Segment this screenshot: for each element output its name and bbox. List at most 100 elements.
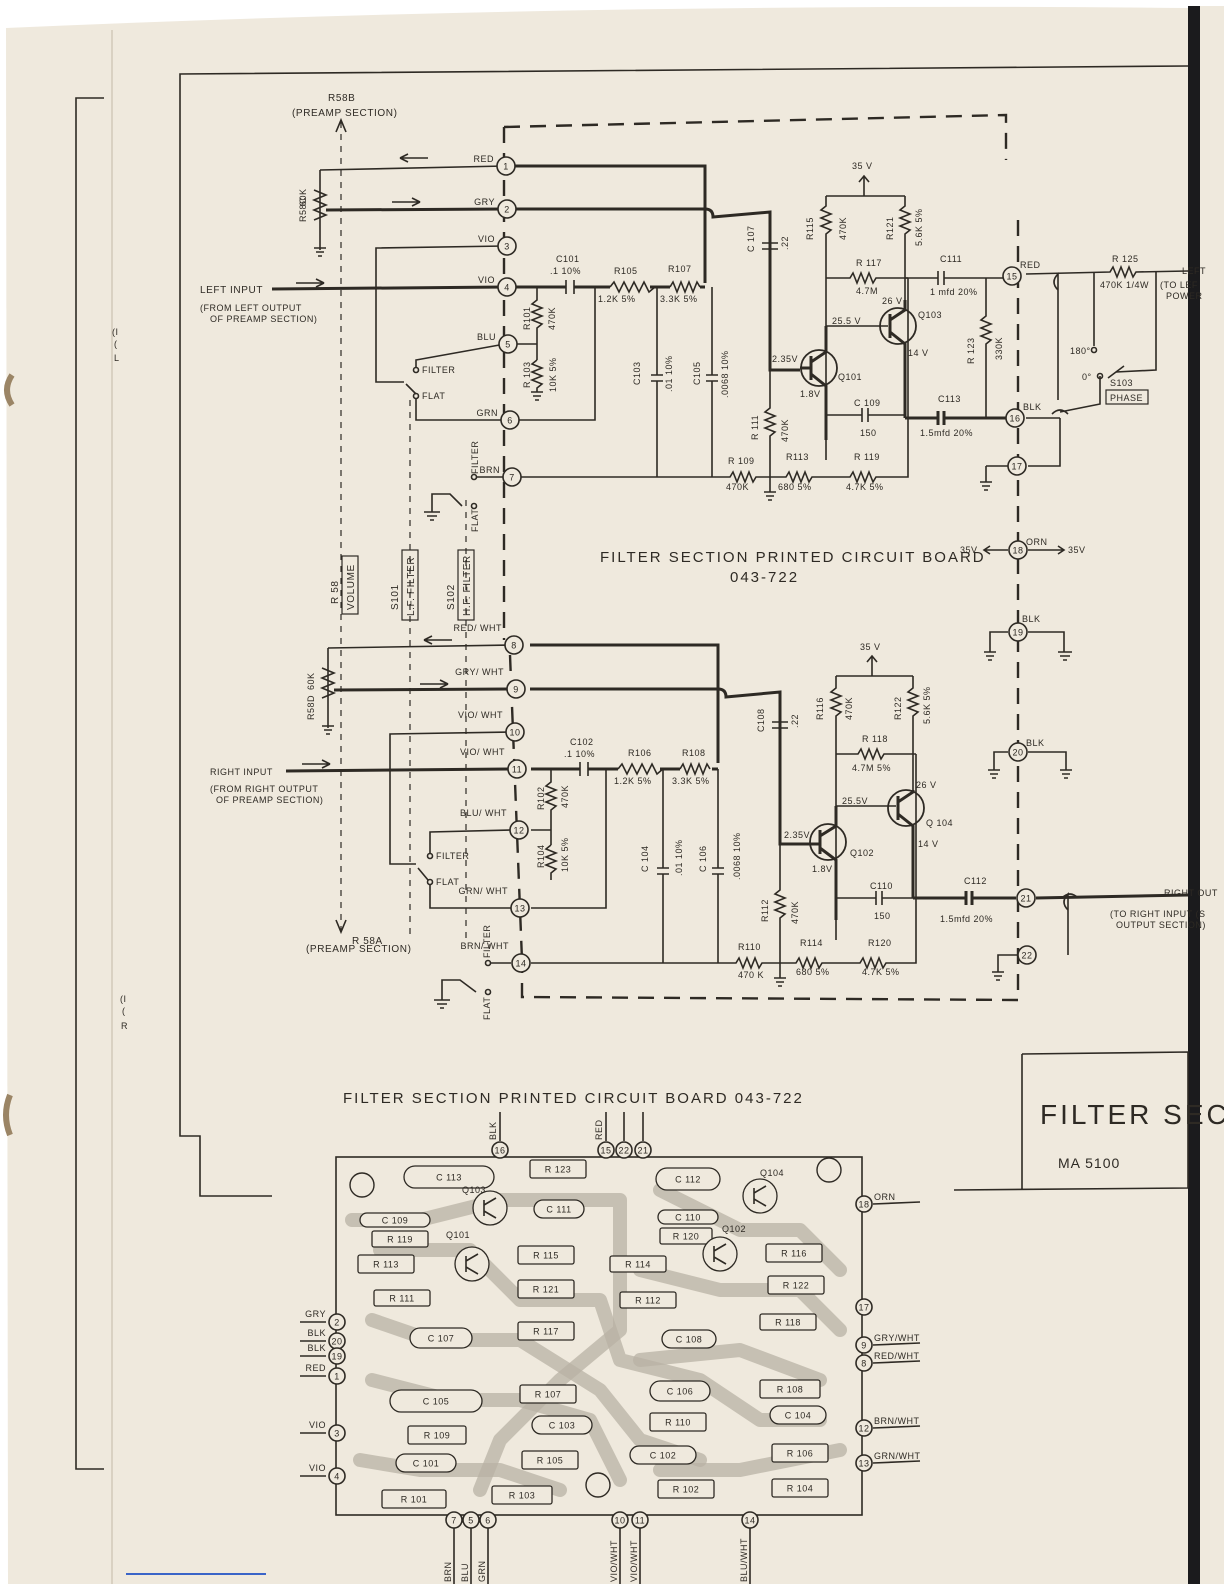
footer-link-underline[interactable]: [126, 1573, 266, 1575]
wire-c101-grn: [515, 287, 596, 421]
pcb-pin-2: [328, 1313, 346, 1331]
r115-label: R115: [805, 217, 815, 240]
pcb-pin-wire: VIO: [309, 1463, 326, 1473]
c104-symbol: [657, 769, 669, 963]
r106-label: R106: [628, 748, 652, 758]
c107-symbol: [762, 212, 778, 280]
left-input-label: LEFT INPUT: [200, 285, 263, 296]
pcb-part-label: R 114: [625, 1260, 651, 1270]
terminal-number: 8: [511, 641, 517, 651]
pcb-right-lead: [872, 1460, 921, 1464]
r111-value: 470K: [780, 419, 790, 442]
pcb-pin-number: 1: [334, 1372, 340, 1382]
terminal-4: [497, 277, 517, 297]
wire-gry: [325, 207, 506, 212]
pcb-part-r111: [373, 1289, 431, 1307]
r118-value: 4.7M 5%: [852, 763, 891, 773]
terminal-number: 21: [1020, 894, 1031, 904]
v235-label-a: 2.35V: [772, 354, 798, 364]
pcb-part-c110: [657, 1209, 719, 1225]
signal-arrow-4: [420, 679, 449, 689]
s101b-wiper: [417, 867, 429, 881]
pcb-transistor-label: Q104: [760, 1168, 784, 1178]
r106-value: 1.2K 5%: [614, 776, 652, 786]
pcb-part-label: R 101: [401, 1495, 428, 1505]
wire-vio-3: [375, 245, 506, 383]
pcb-part-r121: [517, 1279, 575, 1299]
pcb-part-c113: [403, 1165, 495, 1189]
pcb-part-label: R 109: [424, 1431, 451, 1441]
pcb-pin-wire: VIO/WHT: [629, 1540, 639, 1582]
v35-arrow-top: [858, 174, 870, 196]
pcb-pin-number: 15: [600, 1146, 611, 1156]
pcb-part-label: R 116: [781, 1249, 807, 1259]
r109-label: R 109: [728, 456, 755, 466]
terminal-15: [1002, 266, 1022, 286]
terminal-7: [502, 467, 522, 487]
pcb-part-r107: [519, 1384, 577, 1404]
s101-text: S101: [390, 584, 401, 610]
pcb-transistor-q102: [702, 1236, 738, 1272]
v26-label-a: 26 V: [882, 296, 903, 306]
pcb-part-label: C 105: [423, 1397, 450, 1407]
terminal-17: [1007, 456, 1027, 476]
q101-leads: [800, 326, 828, 440]
terminal-number: 1: [503, 162, 509, 172]
terminal-14: [511, 953, 531, 973]
pcb-transistor-label: Q103: [462, 1185, 486, 1195]
c113-label: C113: [938, 394, 961, 404]
q103-leads: [888, 300, 907, 418]
input-arrow-right: [302, 759, 331, 769]
pcb-part-label: C 109: [382, 1216, 409, 1226]
filter-label-1: FILTER: [422, 365, 455, 375]
pcb-part-label: R 111: [389, 1294, 414, 1304]
pcb-transistor-leads: [713, 1243, 727, 1265]
pcb-pin-wire: RED: [594, 1119, 604, 1140]
c106-label: C 106: [698, 845, 708, 872]
pcb-pin-number: 4: [334, 1472, 340, 1482]
r120-value: 4.7K 5%: [862, 967, 900, 977]
r112-value: 470K: [790, 901, 800, 924]
r110-label: R110: [738, 942, 761, 952]
pcb-pin-13: [855, 1454, 873, 1472]
c110-label: C110: [870, 881, 893, 891]
terminal-wire-color: BLU/ WHT: [460, 808, 507, 818]
pcb-pin-number: 17: [858, 1303, 869, 1313]
r58d-value: 60K: [306, 672, 316, 690]
pcb-pin-3: [328, 1424, 346, 1442]
ground-19-left: [984, 631, 1008, 661]
v14-label-a: 14 V: [908, 348, 929, 358]
deg180-label: 180°: [1070, 346, 1091, 356]
pcb-part-label: R 102: [673, 1485, 700, 1495]
pcb-pin-wire: BRN/WHT: [874, 1416, 920, 1426]
c105-symbol: [706, 287, 718, 477]
pcb-pin-wire: BLU: [460, 1563, 470, 1582]
pcb-part-r120: [659, 1227, 713, 1245]
pcb-transistor-q103: [472, 1190, 508, 1226]
s102b-contact-filter: [484, 959, 492, 967]
r112-symbol: [772, 844, 788, 963]
r107-symbol: [669, 279, 701, 295]
pcb-part-label: R 104: [787, 1484, 814, 1494]
terminal-number: 7: [509, 473, 515, 483]
pcb-part-c101: [395, 1453, 457, 1473]
ground-19-right: [1028, 631, 1072, 661]
pcb-part-r117: [517, 1321, 575, 1341]
phase-switch-wires: [1059, 271, 1157, 413]
c102-symbol: [579, 762, 589, 776]
c102-label: C102: [570, 737, 594, 747]
q102-symbol: [809, 823, 847, 861]
pcb-pin-number: 13: [858, 1459, 869, 1469]
r108-symbol: [679, 761, 711, 777]
bus-red-wht: [530, 643, 720, 763]
r101-symbol: [529, 287, 545, 360]
terminal-number: 19: [1012, 628, 1023, 638]
terminal-22: [1017, 945, 1037, 965]
terminal-wire-color: GRN: [477, 408, 499, 418]
terminal-wire-color: BLU: [477, 332, 496, 342]
pcb-part-r123: [529, 1159, 587, 1179]
pcb-right-lead: [872, 1342, 921, 1346]
c110-value: 150: [874, 911, 891, 921]
r123-symbol: [978, 278, 994, 418]
phase-box: [1105, 389, 1149, 405]
